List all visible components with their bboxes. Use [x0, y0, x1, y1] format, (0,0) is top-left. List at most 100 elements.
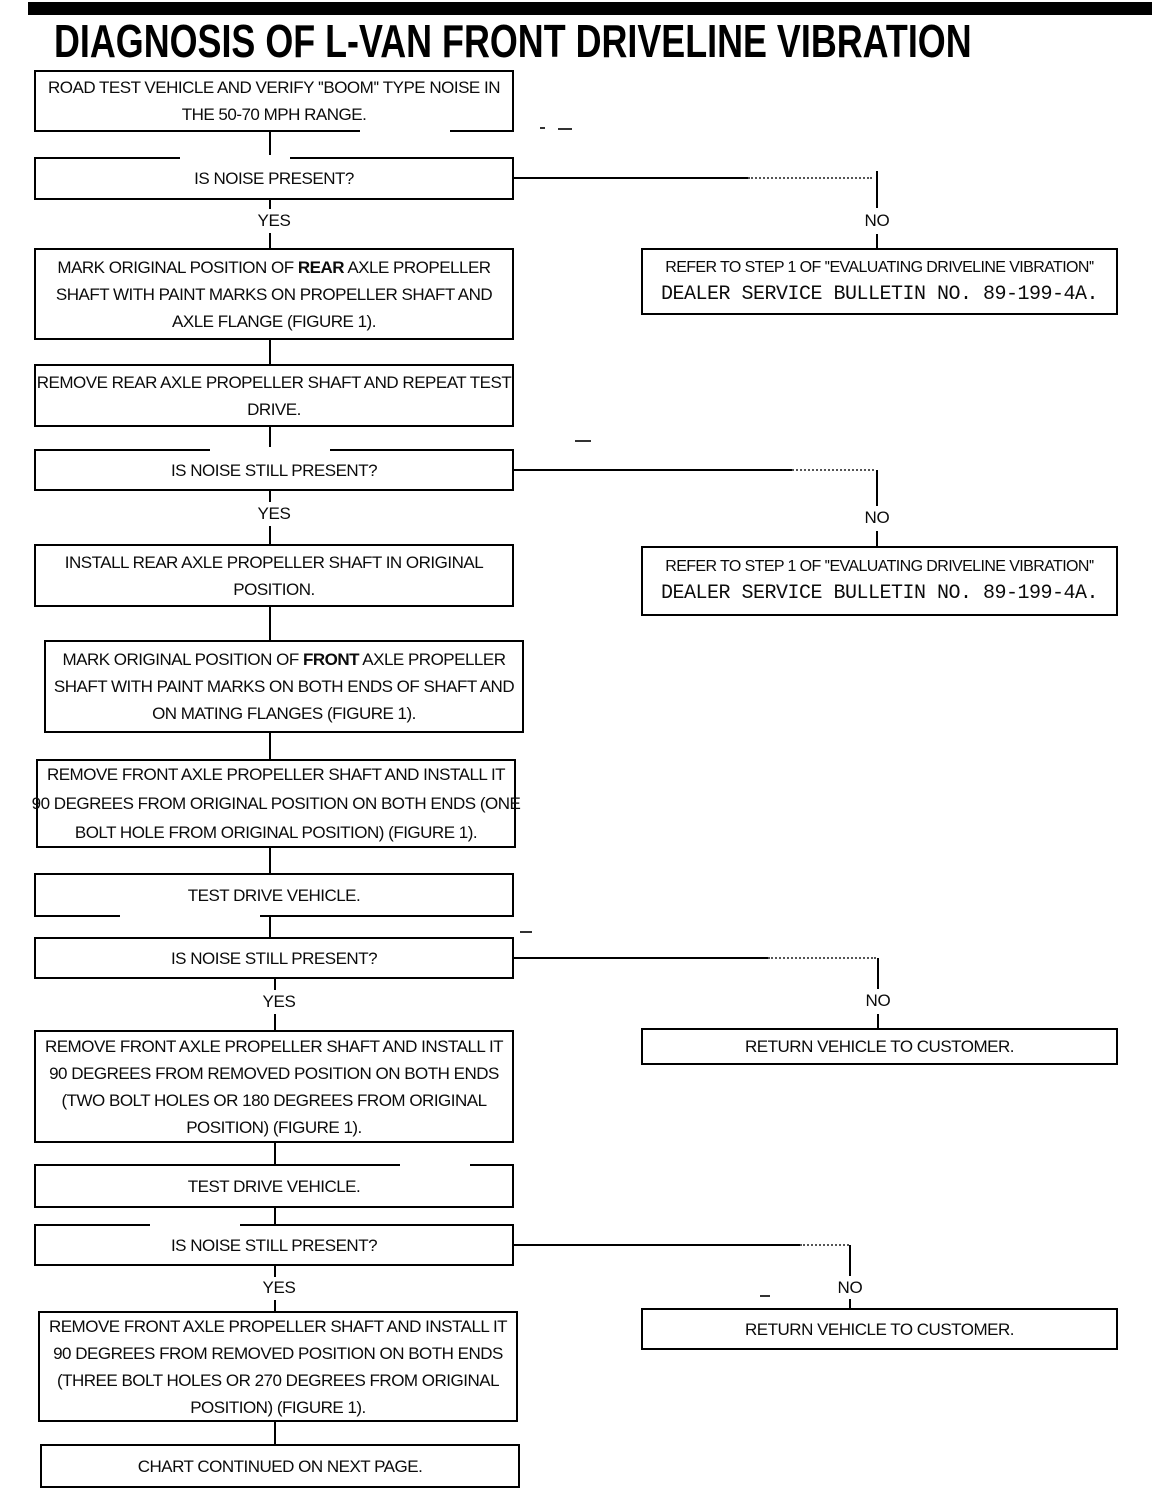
scan-border-gap	[400, 1163, 470, 1167]
yes-label-4: YES	[262, 1278, 296, 1297]
box-line: DRIVE.	[247, 399, 301, 419]
node-is-noise-still-present-1: IS NOISE STILL PRESENT?	[34, 449, 514, 491]
box-line-segment: AXLE PROPELLER	[358, 650, 506, 669]
no-label-3: NO	[865, 991, 891, 1010]
box-line: SHAFT WITH PAINT MARKS ON PROPELLER SHAF…	[55, 284, 493, 304]
box-line: 90 DEGREES FROM ORIGINAL POSITION ON BOT…	[31, 794, 521, 813]
scan-border-gap	[180, 155, 290, 159]
box-line: RETURN VEHICLE TO CUSTOMER.	[745, 1037, 1014, 1056]
node-mark-front-shaft: MARK ORIGINAL POSITION OF FRONT AXLE PRO…	[44, 640, 524, 733]
box-line: POSITION) (FIGURE 1).	[186, 1117, 362, 1137]
box-line: SHAFT WITH PAINT MARKS ON BOTH ENDS OF S…	[53, 677, 515, 696]
connector-vertical	[269, 607, 271, 640]
scan-artifact	[558, 128, 572, 130]
box-line-segment-bold: REAR	[297, 257, 345, 277]
box-line: THE 50-70 MPH RANGE.	[181, 105, 367, 124]
box-line: REFER TO STEP 1 OF ''EVALUATING DRIVELIN…	[665, 258, 1094, 276]
node-test-drive-1: TEST DRIVE VEHICLE.	[34, 873, 514, 917]
connector-vertical	[274, 1300, 276, 1311]
node-mark-rear-shaft: MARK ORIGINAL POSITION OF REAR AXLE PROP…	[34, 248, 514, 340]
node-is-noise-still-present-3: IS NOISE STILL PRESENT?	[34, 1224, 514, 1266]
box-line: REMOVE REAR AXLE PROPELLER SHAFT AND REP…	[36, 372, 512, 392]
scan-artifact	[760, 1295, 770, 1297]
box-line: IS NOISE STILL PRESENT?	[170, 460, 378, 480]
connector-vertical	[274, 1266, 276, 1277]
connector-vertical	[269, 200, 271, 209]
box-line: REFER TO STEP 1 OF ''EVALUATING DRIVELIN…	[665, 558, 1094, 575]
connector-vertical	[849, 1245, 851, 1276]
box-line: REMOVE FRONT AXLE PROPELLER SHAFT AND IN…	[44, 1036, 504, 1056]
branch-line-no-1	[514, 177, 748, 179]
connector-vertical	[274, 1143, 276, 1164]
page-title: DIAGNOSIS OF L-VAN FRONT DRIVELINE VIBRA…	[54, 15, 972, 67]
box-line: (THREE BOLT HOLES OR 270 DEGREES FROM OR…	[56, 1370, 500, 1390]
node-refer-bulletin-1: REFER TO STEP 1 OF ''EVALUATING DRIVELIN…	[641, 248, 1118, 315]
box-line: REMOVE FRONT AXLE PROPELLER SHAFT AND IN…	[46, 765, 506, 784]
box-line: INSTALL REAR AXLE PROPELLER SHAFT IN ORI…	[64, 552, 484, 572]
scan-artifact	[575, 440, 591, 442]
scan-border-gap	[210, 447, 330, 451]
box-line: IS NOISE STILL PRESENT?	[170, 1235, 378, 1255]
box-line: ON MATING FLANGES (FIGURE 1).	[152, 704, 416, 723]
connector-vertical	[274, 1014, 276, 1030]
no-label-2: NO	[864, 508, 890, 527]
branch-line-no-2	[514, 469, 792, 471]
node-return-vehicle-2: RETURN VEHICLE TO CUSTOMER.	[641, 1308, 1118, 1350]
connector-vertical	[274, 1208, 276, 1224]
scan-artifact	[520, 931, 532, 933]
node-refer-bulletin-2: REFER TO STEP 1 OF ''EVALUATING DRIVELIN…	[641, 546, 1118, 616]
box-line: 90 DEGREES FROM REMOVED POSITION ON BOTH…	[53, 1343, 503, 1363]
node-chart-continued: CHART CONTINUED ON NEXT PAGE.	[40, 1444, 520, 1488]
scan-border-gap	[360, 128, 450, 132]
connector-vertical	[274, 1422, 276, 1444]
box-line: REMOVE FRONT AXLE PROPELLER SHAFT AND IN…	[48, 1316, 508, 1336]
scan-border-gap	[150, 1222, 240, 1226]
branch-line-no-2-faded	[792, 469, 874, 471]
node-return-vehicle-1: RETURN VEHICLE TO CUSTOMER.	[641, 1028, 1118, 1065]
box-line-segment: MARK ORIGINAL POSITION OF	[57, 257, 298, 277]
node-rotate-front-270: REMOVE FRONT AXLE PROPELLER SHAFT AND IN…	[38, 1311, 518, 1422]
node-is-noise-still-present-2: IS NOISE STILL PRESENT?	[34, 937, 514, 979]
no-label-1: NO	[864, 211, 890, 230]
node-is-noise-present: IS NOISE PRESENT?	[34, 157, 514, 200]
node-remove-rear-shaft: REMOVE REAR AXLE PROPELLER SHAFT AND REP…	[34, 364, 514, 427]
box-line: 90 DEGREES FROM REMOVED POSITION ON BOTH…	[49, 1063, 499, 1083]
box-line: IS NOISE STILL PRESENT?	[170, 948, 378, 968]
box-line: POSITION) (FIGURE 1).	[190, 1397, 366, 1417]
yes-label-1: YES	[257, 211, 291, 230]
yes-label-2: YES	[257, 504, 291, 523]
branch-line-no-4-faded	[800, 1244, 849, 1246]
box-line: ROAD TEST VEHICLE AND VERIFY ''BOOM'' TY…	[48, 78, 500, 97]
connector-vertical	[877, 958, 879, 989]
connector-vertical	[876, 171, 878, 208]
box-line: RETURN VEHICLE TO CUSTOMER.	[745, 1319, 1014, 1339]
connector-vertical	[269, 733, 271, 759]
branch-line-no-4	[514, 1244, 800, 1246]
box-line: IS NOISE PRESENT?	[194, 169, 354, 188]
node-road-test: ROAD TEST VEHICLE AND VERIFY ''BOOM'' TY…	[34, 70, 514, 132]
box-line-typewriter: DEALER SERVICE BULLETIN NO. 89-199-4A.	[660, 282, 1099, 306]
connector-vertical	[269, 491, 271, 502]
scan-border-gap	[120, 915, 260, 919]
connector-vertical	[274, 979, 276, 990]
box-line: CHART CONTINUED ON NEXT PAGE.	[137, 1456, 423, 1476]
page-top-rule	[28, 2, 1152, 15]
connector-vertical	[269, 132, 271, 157]
box-line-segment: AXLE PROPELLER	[344, 257, 491, 277]
connector-vertical	[876, 234, 878, 248]
no-label-4: NO	[837, 1278, 863, 1297]
node-rotate-front-90: REMOVE FRONT AXLE PROPELLER SHAFT AND IN…	[32, 759, 521, 848]
box-line: TEST DRIVE VEHICLE.	[187, 1176, 361, 1196]
connector-vertical	[876, 470, 878, 506]
branch-line-no-1-faded	[748, 177, 872, 179]
box-line-segment-bold: FRONT	[302, 650, 360, 669]
connector-vertical	[269, 427, 271, 449]
box-line: (TWO BOLT HOLES OR 180 DEGREES FROM ORIG…	[61, 1090, 487, 1110]
box-line: MARK ORIGINAL POSITION OF FRONT AXLE PRO…	[62, 646, 506, 673]
yes-label-3: YES	[262, 992, 296, 1011]
node-test-drive-2: TEST DRIVE VEHICLE.	[34, 1164, 514, 1208]
box-line-typewriter: DEALER SERVICE BULLETIN NO. 89-199-4A.	[660, 582, 1099, 605]
branch-line-no-3	[514, 957, 768, 959]
connector-vertical	[269, 848, 271, 873]
